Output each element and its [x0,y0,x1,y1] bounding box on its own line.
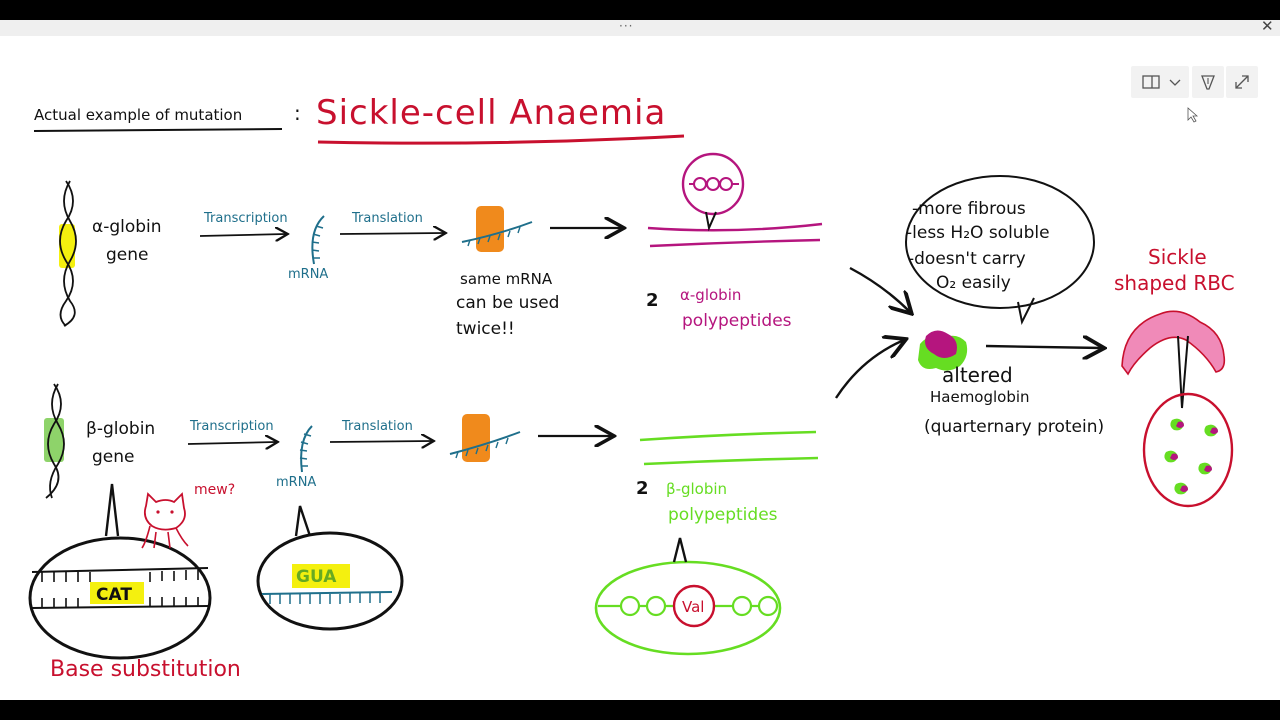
alpha-chain-callout [681,152,745,232]
beta-transcription-arrow [187,442,276,444]
heading-prefix-underline [33,128,283,132]
dna-detail-callout [28,483,212,660]
drag-grip[interactable]: ··· [619,19,634,33]
view-layout-icon [1142,75,1181,89]
alpha-gene-label-line2: gene [106,245,148,265]
valine-label: Val [682,598,704,616]
alpha-transcription-arrow [199,234,286,236]
heading-prefix: Actual example of mutation [34,106,242,124]
heading-title-underline [317,134,685,145]
diagram-drawing: Actual example of mutation : Sickle-cell… [28,93,1235,682]
beta-product-line2: polypeptides [668,505,778,525]
window-title-bar: ··· ✕ [0,17,1280,36]
alpha-note-line3: twice!! [456,319,515,339]
alpha-product-line1: α-globin [680,286,741,304]
beta-gene-label-line2: gene [92,447,134,467]
alpha-mrna-strand [311,215,325,265]
property-line4: O₂ easily [936,273,1011,293]
beta-polypeptide-lines [639,430,819,466]
beta-translation-label: Translation [341,419,413,434]
expand-icon [1235,75,1249,89]
beta-gene-label-line1: β-globin [86,419,155,439]
whiteboard-canvas: Actual example of mutation : Sickle-cell… [0,36,1280,700]
beta-dna-strand [44,383,65,499]
alpha-note-line1: same mRNA [460,270,553,288]
chevron-down-icon [1169,79,1181,86]
cat-codon: CAT [96,585,132,605]
alpha-mrna-label: mRNA [288,267,328,282]
cat-doodle-icon [141,492,189,549]
alpha-note-line2: can be used [456,293,559,313]
close-button[interactable]: ✕ [1261,17,1274,35]
valine-callout [594,537,782,656]
alpha-translation-arrow [339,233,444,234]
beta-ribosome [449,414,521,462]
beta-to-haemoglobin-arrow [834,340,904,399]
pen-icon [1201,75,1215,90]
haemoglobin-label-line1: altered [942,363,1013,387]
mrna-detail-callout [256,505,404,631]
alpha-to-haemoglobin-arrow [849,266,910,312]
beta-mrna-strand [299,425,313,473]
heading-title: Sickle-cell Anaemia [316,93,666,133]
sickle-cell-icon [1121,310,1226,376]
alpha-polypeptide-lines [647,222,823,248]
gua-codon: GUA [296,567,337,587]
haemoglobin-icon [918,330,968,371]
property-line2: -less H₂O soluble [906,223,1050,243]
beta-translation-arrow [329,441,432,442]
alpha-product-line2: polypeptides [682,311,792,331]
mouse-cursor-icon [1187,107,1199,123]
rbc-label-line1: Sickle [1148,245,1207,269]
haemoglobin-label-line2: Haemoglobin [930,388,1030,406]
haemoglobin-label-line3: (quarternary protein) [924,417,1104,437]
beta-product-line1: β-globin [666,480,727,498]
beta-transcription-label: Transcription [189,419,274,434]
alpha-ribosome [461,206,533,252]
alpha-dna-strand [59,180,77,327]
alpha-product-count: 2 [646,290,659,311]
alpha-translation-label: Translation [351,211,423,226]
alpha-gene-label-line1: α-globin [92,217,162,237]
rbc-interior-callout [1142,335,1234,508]
alpha-transcription-label: Transcription [203,211,288,226]
beta-mrna-label: mRNA [276,475,316,490]
property-line1: -more fibrous [912,199,1026,219]
beta-product-count: 2 [636,478,649,499]
mew-label: mew? [194,482,235,498]
haemoglobin-to-rbc-arrow [985,346,1102,348]
property-line3: -doesn't carry [908,249,1026,269]
mutation-type-label: Base substitution [50,657,241,682]
layout-menu-button[interactable] [1131,66,1189,98]
pen-tool-button[interactable] [1192,66,1224,98]
properties-bubble [905,175,1095,326]
expand-button[interactable] [1226,66,1258,98]
heading-separator: : [294,101,301,125]
rbc-label-line2: shaped RBC [1114,271,1235,295]
